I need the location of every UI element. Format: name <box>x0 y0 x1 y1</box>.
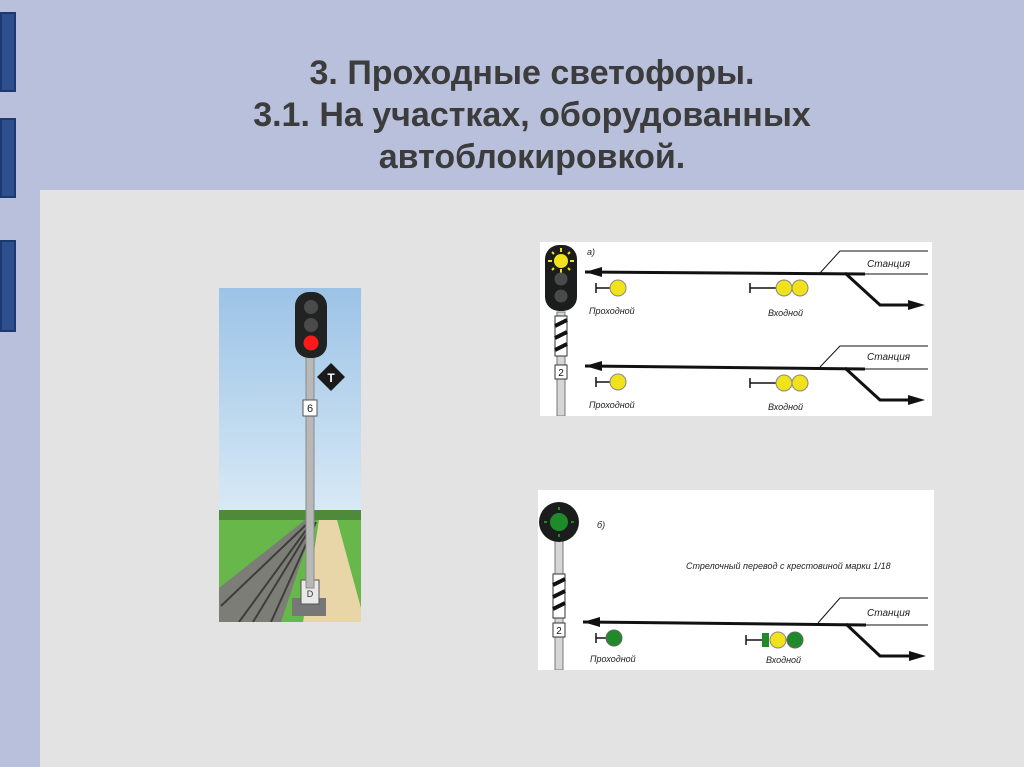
side-tab-3 <box>0 240 16 332</box>
title-line-1: 3. Проходные светофоры. <box>309 54 755 92</box>
diagram-a-arrow-right-1 <box>908 300 925 310</box>
diagram-b-entrance-green-bar <box>762 633 769 647</box>
diagram-a-lamp-2 <box>554 272 568 286</box>
diagram-a-lamp-rays <box>548 248 574 273</box>
diagram-b-through-lamp <box>605 629 623 647</box>
header-band <box>0 0 1024 190</box>
diagram-a-entrance-lamp-1b <box>791 279 809 297</box>
diagram-a-lamp-3 <box>554 289 568 303</box>
side-tab-1 <box>0 12 16 92</box>
diagram-a-entrance-lamp-2a <box>775 374 793 392</box>
diagram-a-arrow-left-1 <box>585 267 602 277</box>
diagram-a-through-lamp-2 <box>609 373 627 391</box>
base-letter: D <box>307 589 314 599</box>
diagram-a-svg: 2 а) Станция Проходной Входной <box>545 245 928 417</box>
diagram-a-row-1: Станция Проходной Входной <box>584 250 928 318</box>
diagram-b-entrance-label: Входной <box>766 655 801 665</box>
slide-title: 3. Проходные светофоры. 3.1. На участках… <box>40 52 1024 178</box>
diagram-a-plate <box>554 364 568 380</box>
diagram-b-station: Станция <box>867 608 911 619</box>
diagram-b-through-label: Проходной <box>590 654 636 664</box>
diagram-b-stripes <box>552 577 566 611</box>
diagram-b-siding-a <box>817 597 928 624</box>
diagram-b-track <box>582 620 867 627</box>
title-line-2: 3.1. На участках, оборудованных <box>253 96 811 134</box>
diagram-a-through-lamp-1 <box>609 279 627 297</box>
diagram-a-siding-2a <box>819 345 928 368</box>
diagram-b-arrow-right <box>909 651 926 661</box>
upper-lamp <box>304 300 318 314</box>
diagram-a-stripes <box>554 318 568 352</box>
diagram-a-track-2 <box>584 364 866 371</box>
diagram-a-arrow-right-2 <box>908 395 925 405</box>
diagram-a-through-label-2: Проходной <box>589 400 635 410</box>
diagram-b-switch-note: Стрелочный перевод с крестовиной марки 1… <box>686 561 891 571</box>
diagram-a: 2 а) Станция Проходной Входной <box>540 242 932 417</box>
diagram-a-entrance-label-1: Входной <box>768 308 803 318</box>
diagram-b-arrow-left <box>583 617 600 627</box>
rails <box>220 521 317 623</box>
diagram-a-row-2: Станция Проходной Входной <box>584 345 928 412</box>
diagram-b-green-lamp <box>550 513 568 531</box>
diagram-a-entrance-lamp-2b <box>791 374 809 392</box>
diagram-b-plate-text: 2 <box>556 626 562 637</box>
diagram-a-station-1: Станция <box>867 259 911 270</box>
diagram-a-entrance-label-2: Входной <box>768 402 803 412</box>
diagram-a-main-1 <box>843 271 915 307</box>
diagram-a-arrow-left-2 <box>585 361 602 371</box>
number-plate <box>302 399 318 417</box>
middle-lamp <box>304 318 318 332</box>
diagram-b-svg: 2 б) Стрелочный перевод с крестовиной ма… <box>539 502 928 671</box>
signal-mast <box>305 347 315 589</box>
diagram-a-entrance-lamp-1a <box>775 279 793 297</box>
diagram-a-letter: а) <box>587 247 595 257</box>
diagram-a-siding-1a <box>819 250 928 274</box>
diagram-b-main <box>844 622 915 658</box>
number-plate-text: 6 <box>307 403 313 415</box>
diagram-b-entrance-yellow-lamp <box>769 631 787 649</box>
diagram-a-plate-text: 2 <box>558 368 564 379</box>
diagram-b-lamp-rays <box>544 507 574 537</box>
signal-photo: D Т 6 <box>219 288 361 623</box>
side-tab-2 <box>0 118 16 198</box>
sky <box>219 288 361 528</box>
diagram-b-plate <box>552 622 566 638</box>
indicator-sign <box>317 363 345 391</box>
diagram-b-entrance-green-lamp <box>786 631 804 649</box>
indicator-glyph: Т <box>327 371 335 385</box>
diagram-a-station-2: Станция <box>867 352 911 363</box>
diagram-a-track-1 <box>584 270 866 276</box>
diagram-b-letter: б) <box>597 520 605 530</box>
left-rail <box>0 0 40 767</box>
diagram-b: 2 б) Стрелочный перевод с крестовиной ма… <box>538 490 934 671</box>
ballast <box>219 520 315 622</box>
diagram-a-through-label-1: Проходной <box>589 306 635 316</box>
signal-photo-svg: D Т 6 <box>219 288 361 623</box>
tree-line <box>219 510 361 520</box>
red-lamp <box>303 335 319 351</box>
diagram-a-yellow-lamp <box>554 254 568 268</box>
title-line-3: автоблокировкой. <box>378 138 686 176</box>
diagram-a-main-2 <box>843 366 915 402</box>
